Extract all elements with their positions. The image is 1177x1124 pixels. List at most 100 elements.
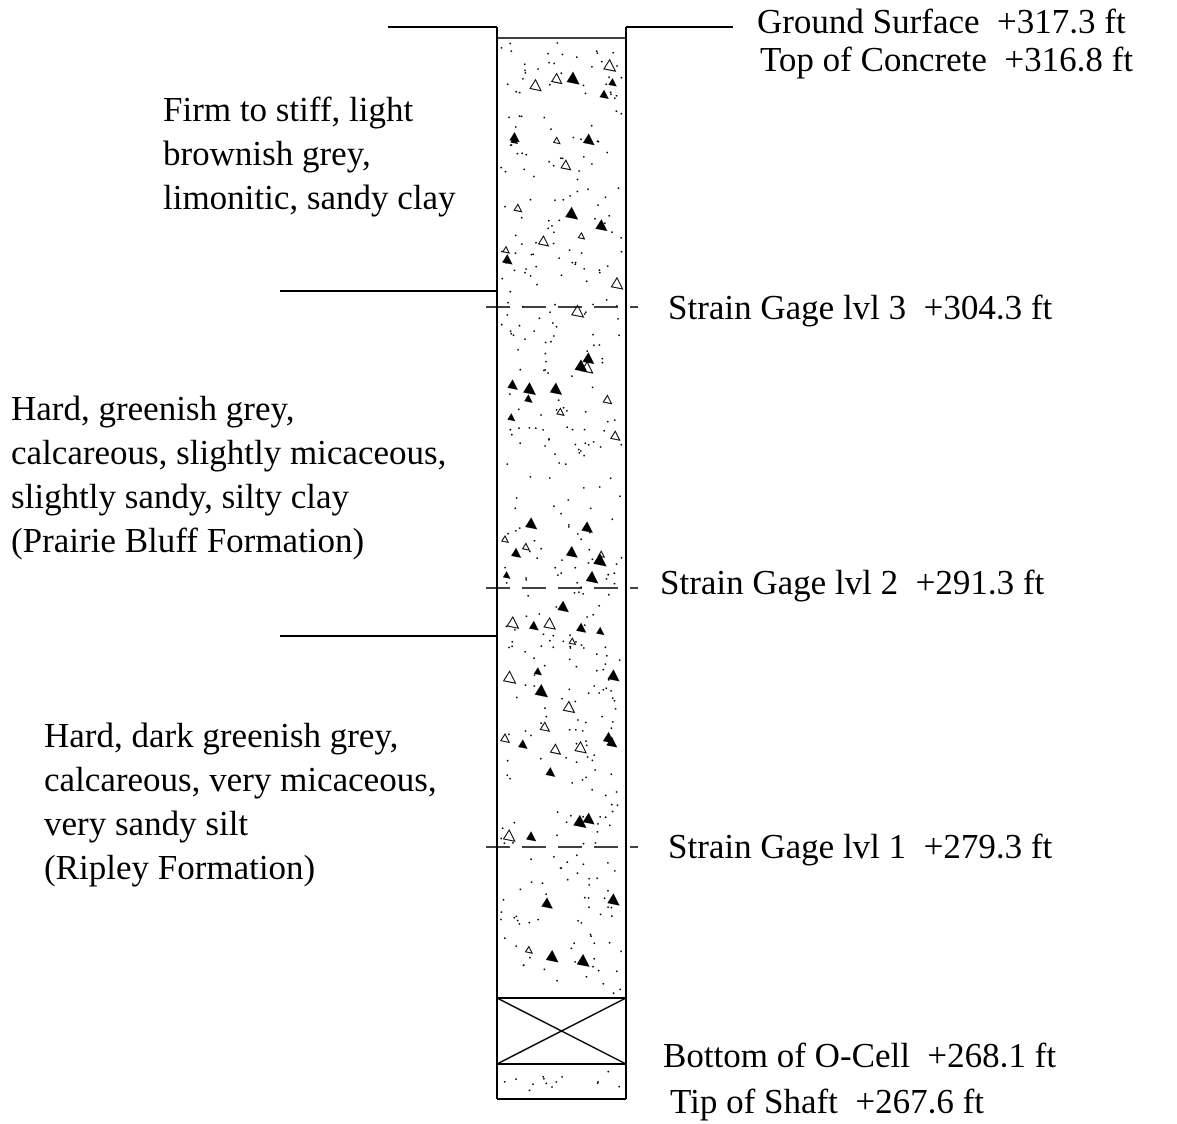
concrete-aggregate	[576, 622, 587, 633]
concrete-dot	[589, 507, 592, 510]
concrete-dot	[545, 715, 548, 718]
concrete-dot	[554, 453, 556, 455]
concrete-dot	[608, 214, 611, 217]
concrete-dot	[553, 505, 555, 508]
layer-2-line-2: calcareous, slightly micaceous,	[11, 433, 447, 472]
concrete-dot	[529, 275, 532, 277]
concrete-dot	[560, 72, 563, 75]
concrete-dot	[614, 708, 617, 710]
concrete-dot	[598, 271, 601, 274]
concrete-aggregate	[582, 133, 595, 146]
concrete-dot	[618, 659, 621, 661]
concrete-dot	[576, 581, 579, 584]
o-cell-cross-b	[496, 997, 627, 1065]
concrete-dot	[584, 92, 587, 95]
concrete-dot	[582, 156, 585, 158]
concrete-dot	[561, 697, 563, 700]
concrete-dot	[552, 335, 555, 337]
concrete-dot	[598, 486, 601, 488]
concrete-dot	[538, 613, 541, 615]
concrete-dot	[537, 918, 540, 921]
concrete-dot	[554, 303, 556, 306]
concrete-dot	[500, 47, 503, 49]
concrete-dot	[506, 759, 509, 762]
concrete-dot	[527, 594, 530, 597]
concrete-dot	[611, 518, 614, 521]
concrete-aggregate	[560, 159, 572, 171]
concrete-dot	[569, 647, 572, 649]
concrete-dot	[556, 811, 559, 814]
concrete-dot	[519, 888, 522, 891]
concrete-dot	[547, 372, 549, 374]
concrete-dot	[543, 664, 546, 667]
concrete-aggregate	[557, 600, 569, 613]
concrete-dot	[547, 52, 549, 55]
concrete-dot	[604, 196, 607, 199]
concrete-dot	[582, 487, 585, 489]
concrete-aggregate	[521, 542, 531, 551]
concrete-dot	[586, 350, 589, 352]
concrete-dot	[530, 734, 532, 737]
concrete-dot	[525, 153, 528, 156]
concrete-dot	[506, 314, 509, 316]
concrete-aggregate	[541, 897, 553, 909]
concrete-dot	[604, 816, 607, 819]
concrete-dot	[515, 1078, 517, 1081]
concrete-dot	[522, 964, 525, 967]
concrete-dot	[552, 242, 555, 245]
concrete-dot	[528, 427, 531, 429]
concrete-dot	[543, 968, 546, 971]
concrete-dot	[618, 334, 620, 337]
concrete-dot	[596, 52, 599, 54]
concrete-dot	[510, 332, 513, 335]
concrete-dot	[504, 566, 506, 569]
strain-gage-1-label: Strain Gage lvl 1 +279.3 ft	[668, 827, 1053, 866]
concrete-dot	[581, 730, 584, 732]
concrete-dot	[607, 1070, 610, 1073]
concrete-dot	[504, 170, 507, 173]
concrete-dot	[577, 719, 579, 721]
concrete-dot	[568, 728, 571, 731]
concrete-dot	[603, 222, 606, 225]
concrete-dot	[601, 715, 603, 718]
concrete-dot	[593, 685, 596, 687]
concrete-aggregate	[582, 812, 595, 825]
layer-3-line-3: very sandy silt	[44, 804, 249, 843]
concrete-dot	[606, 265, 609, 267]
concrete-dot	[578, 452, 581, 454]
concrete-dot	[580, 922, 583, 924]
concrete-dot	[573, 942, 576, 945]
concrete-dot	[521, 152, 524, 155]
concrete-dot	[503, 842, 506, 845]
concrete-dot	[545, 360, 547, 363]
concrete-dot	[553, 62, 556, 65]
concrete-dot	[601, 361, 604, 364]
layer-2-description: Hard, greenish grey, calcareous, slightl…	[11, 387, 446, 563]
concrete-dot	[548, 477, 551, 479]
concrete-dot	[540, 547, 543, 550]
layer-1-line-2: brownish grey,	[163, 134, 371, 173]
concrete-dot	[524, 69, 526, 72]
concrete-dot	[612, 992, 615, 995]
concrete-dot	[501, 277, 504, 280]
concrete-dot	[561, 559, 563, 561]
concrete-dot	[542, 633, 545, 636]
concrete-dot	[562, 406, 565, 409]
concrete-dot	[620, 556, 623, 559]
concrete-dot	[607, 906, 609, 908]
concrete-dot	[574, 700, 577, 703]
concrete-dot	[528, 1089, 531, 1092]
concrete-dot	[610, 690, 612, 692]
concrete-dot	[605, 654, 608, 657]
concrete-dot	[603, 897, 606, 900]
concrete-dot	[525, 579, 528, 581]
concrete-aggregate	[502, 571, 511, 579]
concrete-dot	[610, 803, 613, 806]
concrete-dot	[579, 450, 582, 452]
concrete-dot	[560, 274, 563, 277]
concrete-dot	[530, 881, 533, 883]
concrete-dot	[543, 116, 546, 119]
concrete-dot	[610, 93, 612, 96]
concrete-dot	[582, 84, 585, 87]
concrete-dot	[605, 299, 608, 301]
